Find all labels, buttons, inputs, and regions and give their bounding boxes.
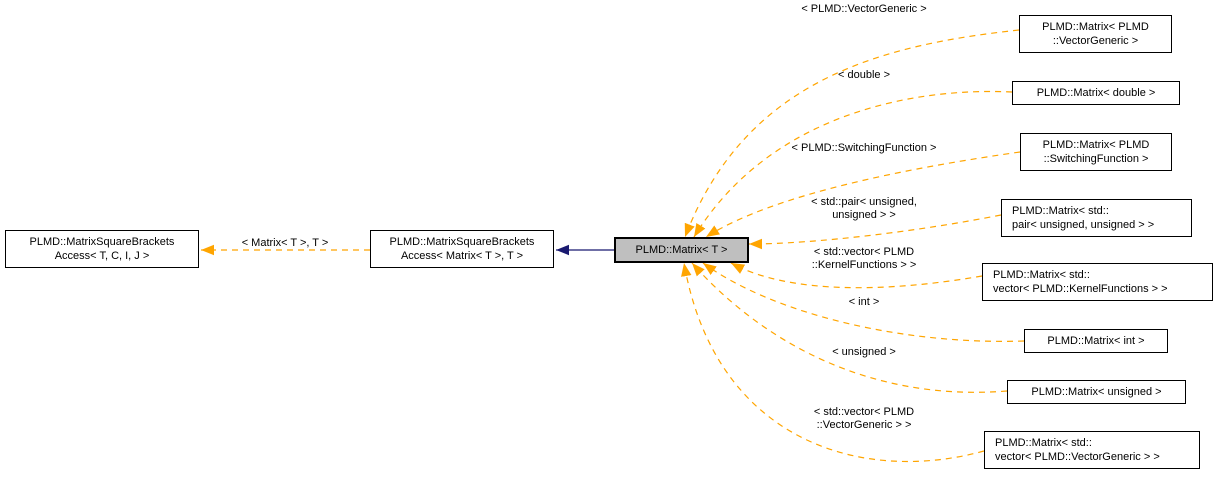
edge-label-pair: < std::pair< unsigned, unsigned > > [811,196,917,221]
node-matrix-vectorgeneric[interactable]: PLMD::Matrix< PLMD ::VectorGeneric > [1019,15,1172,53]
edge-label-vectorgeneric: < PLMD::VectorGeneric > [801,3,927,15]
node-matrix-vector-kernelfunctions[interactable]: PLMD::Matrix< std:: vector< PLMD::Kernel… [982,263,1213,301]
edge-label-vector-vectorgeneric: < std::vector< PLMD ::VectorGeneric > > [813,406,915,431]
node-matrix-switchingfunction[interactable]: PLMD::Matrix< PLMD ::SwitchingFunction > [1020,133,1172,171]
node-matrix-double[interactable]: PLMD::Matrix< double > [1012,81,1180,105]
node-matrix-unsigned[interactable]: PLMD::Matrix< unsigned > [1007,380,1186,404]
template-arrow-pair [748,214,1002,250]
node-matrix-vector-vectorgeneric[interactable]: PLMD::Matrix< std:: vector< PLMD::Vector… [984,431,1200,469]
node-label-line: PLMD::MatrixSquareBrackets [389,236,535,248]
template-arrow-unsigned [691,262,1008,393]
template-arrow-vector-vectorgeneric [681,262,985,462]
edge-label-base-template-args: < Matrix< T >, T > [241,237,329,249]
template-arrow-switchingfunction [705,151,1021,238]
template-arrow-int [702,262,1025,342]
node-plmd-matrix-t-current: PLMD::Matrix< T > [614,237,749,263]
node-label-line: Access< T, C, I, J > [54,250,150,262]
node-matrixsquarebrackets-access-generic[interactable]: PLMD::MatrixSquareBrackets Access< T, C,… [5,230,199,268]
edge-label-double: < double > [838,69,890,81]
edge-label-unsigned: < unsigned > [832,346,896,358]
node-label-line: PLMD::MatrixSquareBrackets [29,236,175,248]
edge-label-int: < int > [848,296,880,308]
node-matrix-int[interactable]: PLMD::Matrix< int > [1024,329,1168,353]
node-matrixsquarebrackets-access-matrix-t[interactable]: PLMD::MatrixSquareBrackets Access< Matri… [370,230,554,268]
node-label-line: Access< Matrix< T >, T > [400,250,524,262]
template-arrow-double [693,90,1013,238]
node-label-line: PLMD::Matrix< T > [635,244,728,256]
node-matrix-pair-unsigned-unsigned[interactable]: PLMD::Matrix< std:: pair< unsigned, unsi… [1001,199,1192,237]
edge-label-kernelfunctions: < std::vector< PLMD ::KernelFunctions > … [811,246,917,271]
template-arrow-kernelfunctions [730,262,983,289]
template-arrow-vectorgeneric [684,29,1020,238]
edge-label-switchingfunction: < PLMD::SwitchingFunction > [791,142,937,154]
